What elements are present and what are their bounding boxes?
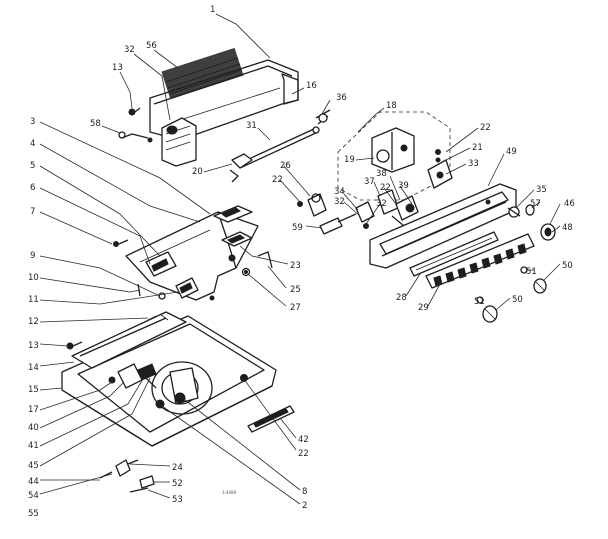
callout-55: 55 (28, 509, 39, 519)
callout-58: 58 (90, 119, 101, 129)
callout-39: 39 (398, 181, 409, 191)
screw-13-top (128, 107, 141, 116)
callout-1: 1 (210, 5, 215, 15)
callout-57: 57 (530, 199, 541, 209)
callout-32-right: 32 (376, 199, 387, 209)
callout-35: 35 (536, 185, 547, 195)
callout-9: 9 (30, 251, 35, 261)
rear-grille-cover (149, 47, 299, 141)
screw-22c (297, 201, 303, 207)
knob-50-lower (476, 296, 498, 323)
screw-21 (435, 149, 441, 155)
callout-15: 15 (28, 385, 39, 395)
callout-22-mid: 22 (272, 175, 283, 185)
callout-2: 2 (302, 501, 307, 511)
callout-33: 33 (468, 159, 479, 169)
callout-13-lower: 13 (28, 341, 39, 351)
callout-18: 18 (386, 101, 397, 111)
callout-23: 23 (290, 261, 301, 271)
drawing-number: 3-4489 (222, 490, 237, 495)
plate-23 (221, 231, 253, 247)
callout-46: 46 (564, 199, 575, 209)
knob-assembly (507, 204, 556, 241)
label-strip-42 (247, 405, 295, 433)
callout-53: 53 (172, 495, 183, 505)
callout-8: 8 (302, 487, 307, 497)
callout-34: 34 (334, 187, 345, 197)
callout-10: 10 (28, 273, 39, 283)
callout-labels: 1 56 32 13 58 16 36 18 31 20 3 4 5 6 7 9… (28, 5, 575, 519)
bracket-20 (229, 153, 253, 183)
callout-20: 20 (192, 167, 203, 177)
mounting-block (161, 117, 197, 167)
keypad-29 (425, 233, 535, 289)
mounting-plate-14 (71, 311, 187, 369)
fasteners-23-25-27 (228, 251, 273, 277)
component-cluster (355, 189, 419, 229)
screw-22b (435, 157, 441, 163)
callout-29: 29 (418, 303, 429, 313)
callout-42: 42 (298, 435, 309, 445)
callout-11: 11 (28, 295, 39, 305)
callout-22-lower: 22 (298, 449, 309, 459)
callout-4: 4 (30, 139, 35, 149)
screw-13-bottom (66, 341, 83, 350)
callout-52: 52 (172, 479, 183, 489)
callout-32: 32 (124, 45, 135, 55)
callout-36: 36 (336, 93, 347, 103)
motor-group-outline (337, 111, 451, 201)
callout-5: 5 (30, 161, 35, 171)
callout-22-cluster: 22 (380, 183, 391, 193)
callout-51-lower: 51 (474, 297, 485, 307)
callout-17: 17 (28, 405, 39, 415)
switch-26 (307, 193, 327, 217)
callout-50-right: 50 (562, 261, 573, 271)
callout-25: 25 (290, 285, 301, 295)
callout-45: 45 (28, 461, 39, 471)
callout-19: 19 (344, 155, 355, 165)
callout-44: 44 (28, 477, 39, 487)
leader-lines (39, 13, 561, 505)
callout-59: 59 (292, 223, 303, 233)
callout-28: 28 (396, 293, 407, 303)
motor-19 (371, 127, 415, 173)
callout-13: 13 (112, 63, 123, 73)
callout-3: 3 (30, 117, 35, 127)
callout-54: 54 (28, 491, 39, 501)
knob-50-right (520, 266, 547, 294)
callout-16: 16 (306, 81, 317, 91)
callout-6: 6 (30, 183, 35, 193)
callout-31: 31 (246, 121, 257, 131)
callout-37: 37 (364, 177, 375, 187)
callout-40: 40 (28, 423, 39, 433)
shaft-31 (237, 126, 320, 169)
callout-12: 12 (28, 317, 39, 327)
callout-26: 26 (280, 161, 291, 171)
callout-7: 7 (30, 207, 35, 217)
display-strip-28 (409, 231, 499, 277)
foot-22 (240, 374, 248, 382)
callout-24: 24 (172, 463, 183, 473)
callout-32-mid: 32 (334, 197, 345, 207)
callout-51-right: 51 (526, 267, 537, 277)
bracket-33 (427, 159, 453, 189)
callout-41: 41 (28, 441, 39, 451)
callout-22-upper: 22 (480, 123, 491, 133)
bottom-small-parts (99, 459, 155, 493)
callout-38: 38 (376, 169, 387, 179)
connector-59 (319, 213, 357, 235)
callout-49: 49 (506, 147, 517, 157)
plate-4 (213, 205, 253, 223)
callout-21: 21 (472, 143, 483, 153)
callout-27: 27 (290, 303, 301, 313)
callout-48: 48 (562, 223, 573, 233)
wire-clip (118, 131, 153, 143)
screw-36 (315, 109, 331, 125)
callout-14: 14 (28, 363, 39, 373)
callout-56: 56 (146, 41, 157, 51)
interlock-switches (175, 277, 215, 301)
callout-50-lower: 50 (512, 295, 523, 305)
